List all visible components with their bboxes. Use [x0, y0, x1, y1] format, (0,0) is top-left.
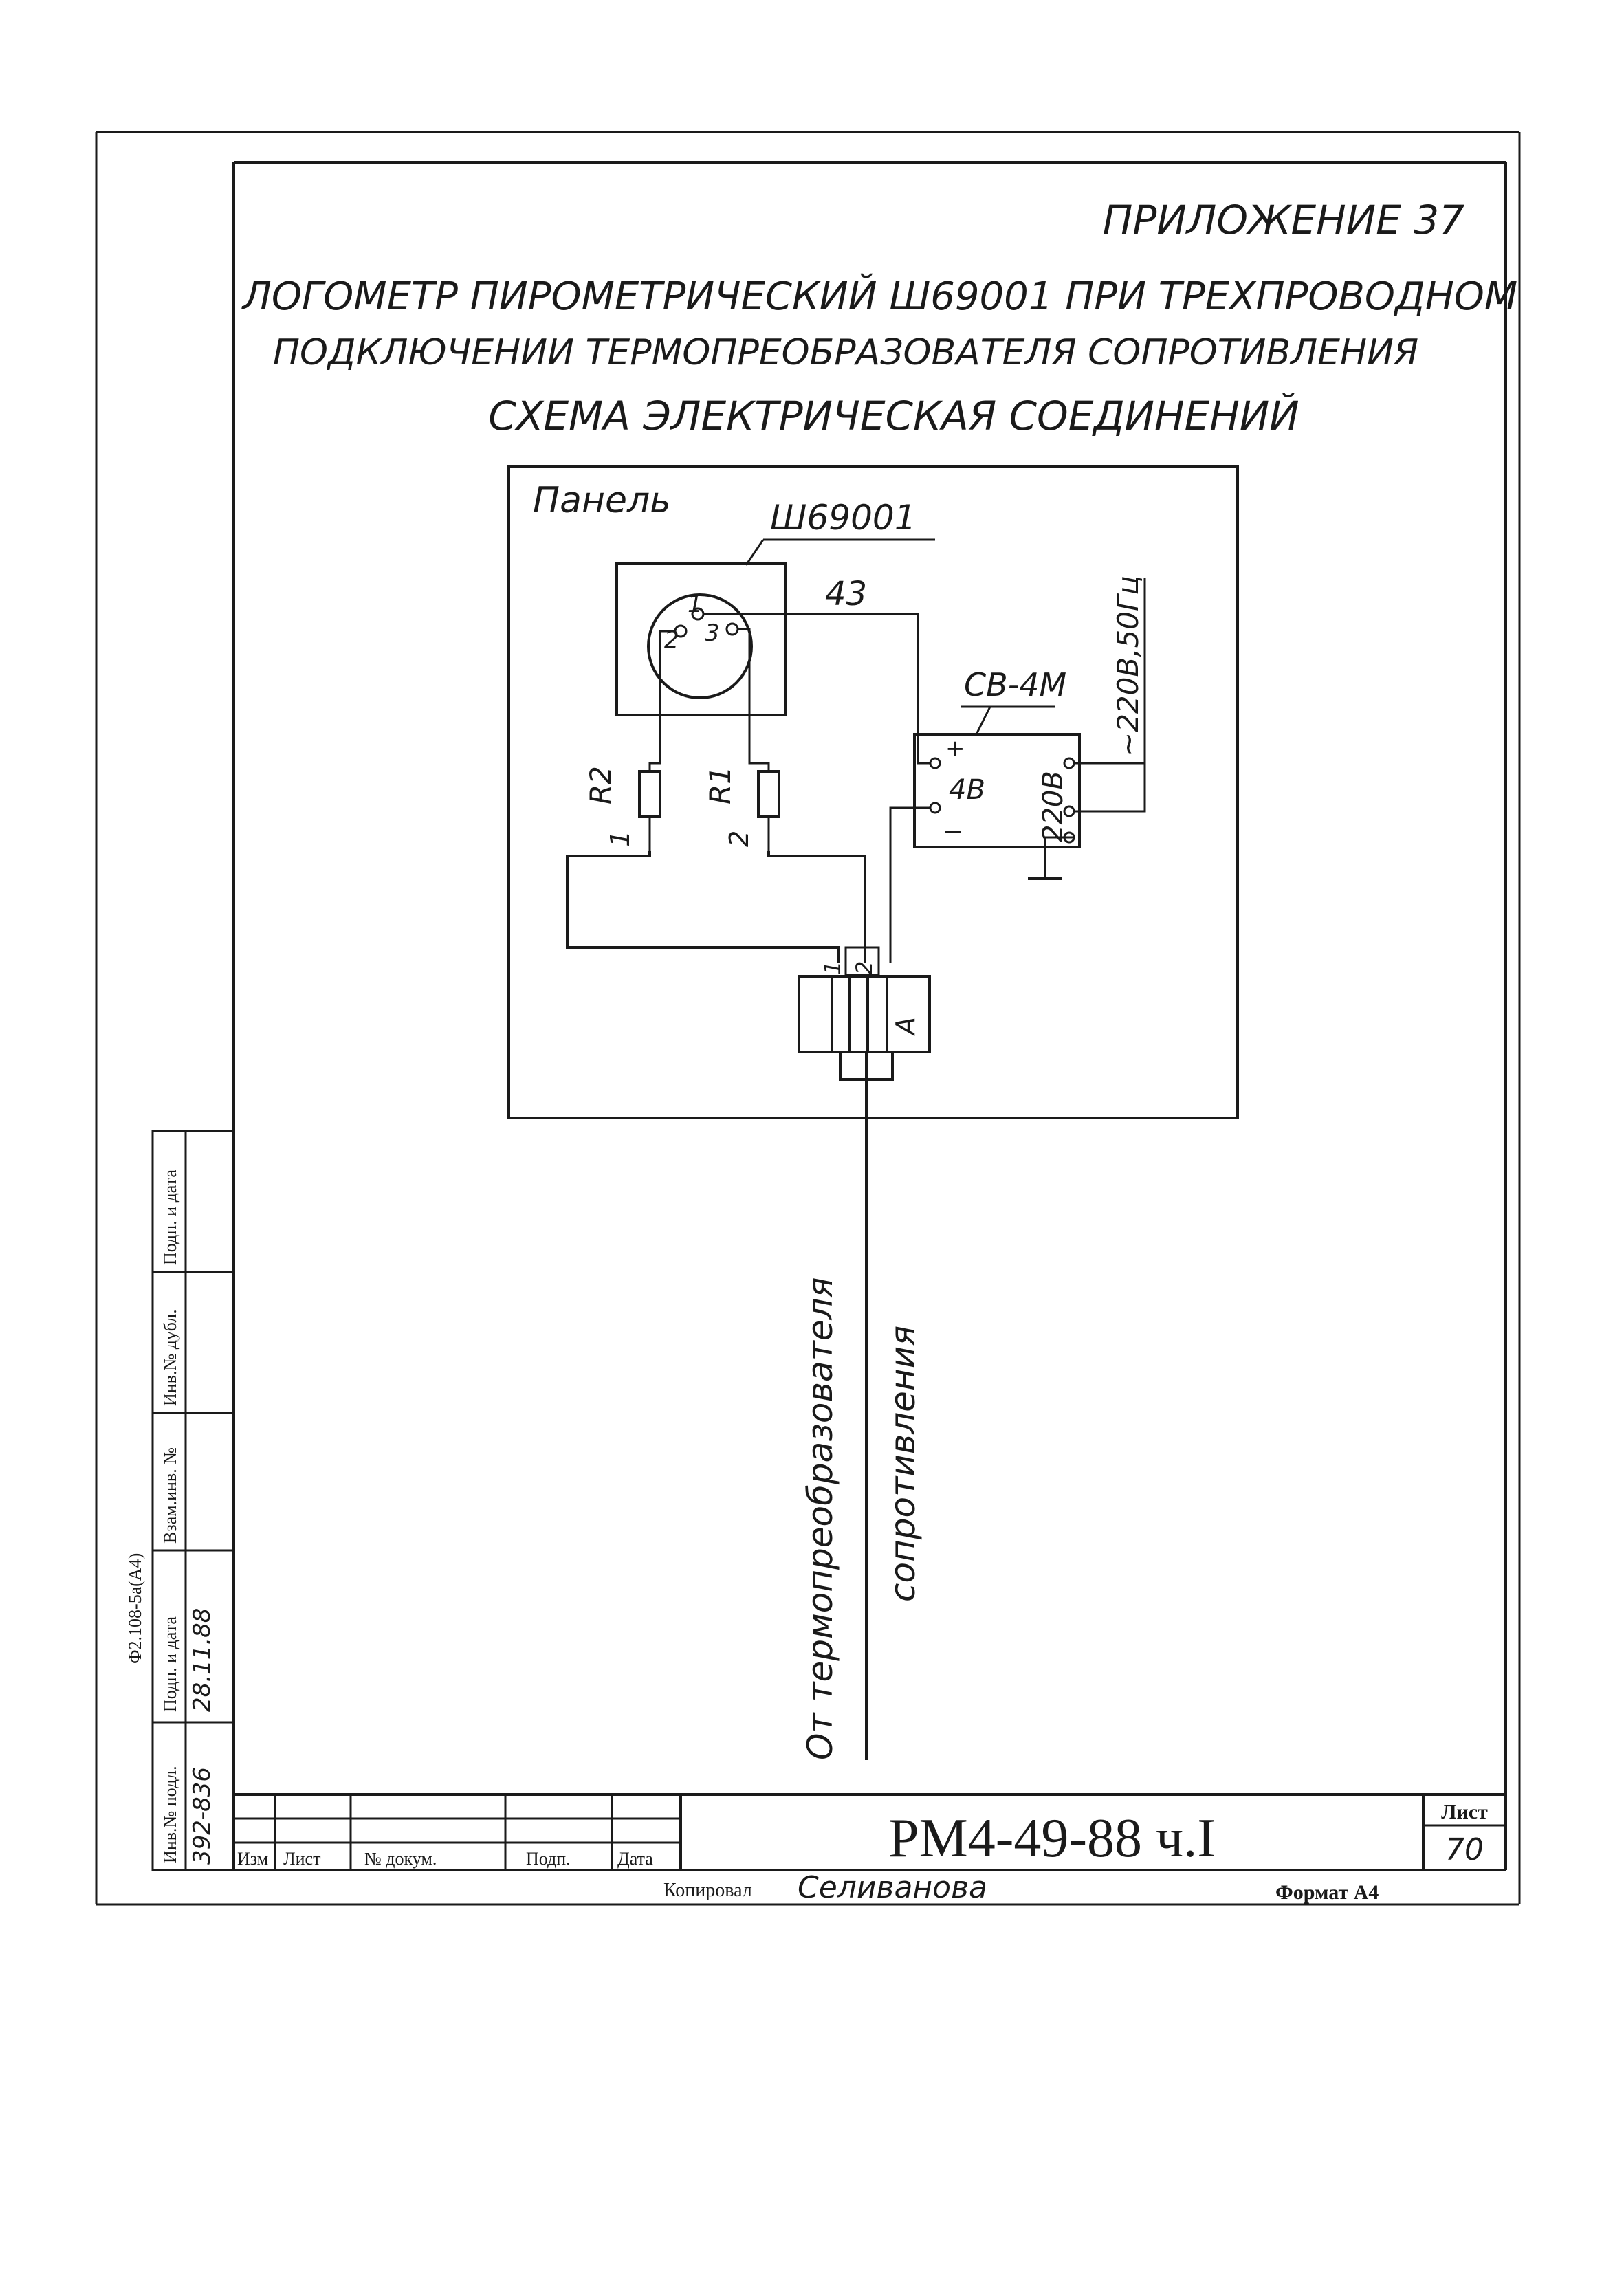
psu-220v-label: 220В: [1038, 771, 1069, 842]
stamp-inv-value: 392-836: [188, 1767, 216, 1865]
psu-mains-terminal-1: [1063, 757, 1075, 769]
device-label-leader: [745, 539, 765, 566]
r2-wire-number: 1: [605, 831, 635, 847]
psu-label-leader: [975, 706, 991, 735]
copier-name: Селиванова: [798, 1870, 987, 1905]
format-label: Формат А4: [1275, 1881, 1379, 1904]
mains-label: ~220В,50Гц: [1111, 575, 1145, 756]
pin-2-label: 2: [664, 626, 679, 654]
wire-43-label: 43: [825, 575, 867, 613]
sheet-frame: [95, 131, 1521, 1906]
resistor-r2: [638, 770, 661, 818]
stamp-col-replace-inv: Взам.инв. №: [160, 1447, 180, 1544]
psu-4v-label: 4В: [949, 774, 985, 806]
document-code: РМ4-49-88 ч.I: [888, 1808, 1216, 1869]
r1-label: R1: [703, 766, 737, 804]
title-line-3: СХЕМА ЭЛЕКТРИЧЕСКАЯ СОЕДИНЕНИЙ: [488, 392, 1299, 439]
terminal-block-label: А: [890, 1017, 921, 1037]
mains-wire-2: [1074, 763, 1146, 813]
pin-3-label: 3: [705, 619, 720, 647]
wire-r2-terminal: [566, 851, 840, 963]
psu-body: [913, 733, 1081, 848]
tb-header-list: Лист: [283, 1849, 320, 1869]
stamp-form: Ф2.108-5а(А4): [125, 1553, 145, 1664]
ground-wire: [1044, 836, 1074, 877]
psu-plus-terminal: [929, 757, 941, 769]
terminal-block: 1 2 А: [798, 946, 931, 1081]
psu-minus-terminal: [929, 802, 941, 814]
sheet-number: 70: [1445, 1832, 1484, 1867]
r2-label: R2: [584, 766, 617, 804]
stamp-col-sign-date-1: Подп. и дата: [160, 1616, 180, 1712]
r1-wire-number: 2: [724, 831, 754, 847]
left-stamp: Ф2.108-5а(А4) Инв.№ подл. Подп. и дата В…: [125, 1130, 235, 1871]
cable-label-1: От термопреобразователя: [800, 1277, 840, 1760]
appendix-label: ПРИЛОЖЕНИЕ 37: [1103, 197, 1464, 243]
device-body: [615, 562, 787, 716]
tb-header-sign: Подп.: [526, 1849, 571, 1869]
stamp-col-dup-inv: Инв.№ дубл.: [160, 1309, 180, 1406]
panel-label: Панель: [533, 480, 671, 521]
resistor-r1: [757, 770, 780, 818]
panel-box: [507, 465, 1239, 1119]
psu-mains-terminal-2: [1063, 805, 1075, 817]
psu-label: СВ-4М: [964, 666, 1066, 703]
wire-43: [703, 613, 935, 765]
title-line-1: ЛОГОМЕТР ПИРОМЕТРИЧЕСКИЙ Ш69001 ПРИ ТРЕХ…: [241, 274, 1517, 319]
psu-minus-label: −: [942, 816, 964, 846]
device-pin-3: [725, 622, 739, 636]
stamp-col-sign-date-2: Подп. и дата: [160, 1170, 180, 1265]
copied-by-label: Копировал: [663, 1880, 752, 1901]
sheet-header: Лист: [1441, 1801, 1488, 1823]
device-connector-circle: [647, 593, 753, 699]
title-block: Изм Лист № докум. Подп. Дата РМ4-49-88 ч…: [234, 1793, 1506, 1870]
wire-psu-minus: [889, 806, 935, 963]
stamp-date-value: 28.11.88: [188, 1608, 216, 1712]
wire-pin2-r2: [648, 630, 675, 771]
tb-header-date: Дата: [617, 1849, 653, 1869]
wire-pin3-r1: [738, 628, 770, 771]
pin-1-label: 1: [688, 591, 703, 618]
terminal-2-label: 2: [851, 961, 877, 975]
tb-header-doc: № докум.: [364, 1849, 437, 1869]
device-label: Ш69001: [770, 498, 917, 538]
terminal-1-label: 1: [820, 961, 846, 975]
title-line-2: ПОДКЛЮЧЕНИИ ТЕРМОПРЕОБРАЗОВАТЕЛЯ СОПРОТИ…: [273, 332, 1418, 373]
cable-label-2: сопротивления: [883, 1326, 923, 1602]
wire-r1-terminal: [767, 851, 866, 963]
stamp-col-inv-orig: Инв.№ подл.: [160, 1766, 180, 1863]
psu-plus-label: +: [945, 735, 965, 762]
tb-header-izm: Изм: [237, 1849, 268, 1869]
